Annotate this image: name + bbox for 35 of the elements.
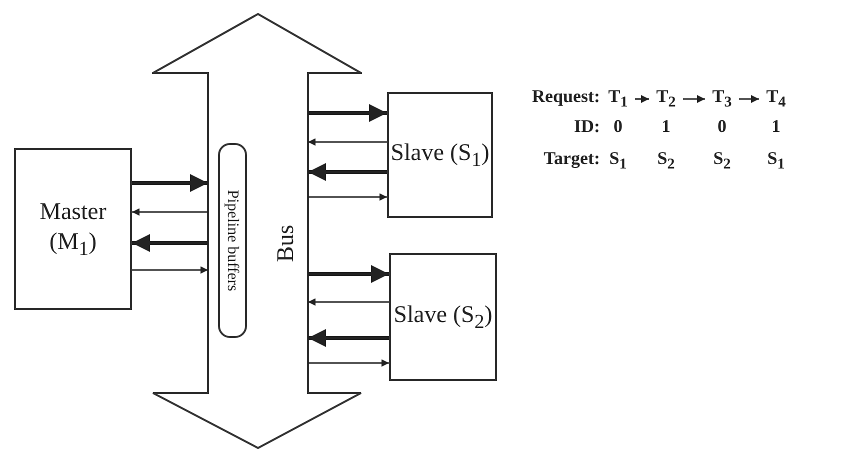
row-header: Request:: [531, 86, 600, 107]
table-value: 1: [660, 116, 672, 137]
table-value: S$_{1}$: [766, 148, 786, 174]
transaction-label: T$_{4}$: [762, 86, 790, 112]
arrow: [635, 95, 649, 103]
arrow: [739, 95, 759, 103]
arrow: [132, 234, 208, 252]
arrow: [308, 359, 389, 367]
arrow: [132, 266, 208, 274]
slave-box: Slave (S$_{2}$): [389, 253, 497, 381]
arrow: [132, 208, 208, 216]
bus-label: Bus: [273, 224, 300, 262]
arrow: [308, 104, 387, 122]
arrow: [683, 95, 705, 103]
arrow: [308, 265, 389, 283]
arrow: [308, 193, 387, 201]
table-value: S$_{2}$: [656, 148, 676, 174]
arrow: [132, 174, 208, 192]
table-value: 0: [716, 116, 728, 137]
arrow: [308, 298, 389, 306]
row-header: ID:: [573, 116, 600, 137]
arrow: [308, 329, 389, 347]
transaction-label: T$_{2}$: [652, 86, 680, 112]
arrow: [308, 138, 387, 146]
table-value: S$_{2}$: [712, 148, 732, 174]
transaction-label: T$_{1}$: [604, 86, 632, 112]
row-header: Target:: [542, 148, 600, 169]
slave-box: Slave (S$_{1}$): [387, 92, 493, 218]
master-box: Master (M$_{1}$): [14, 148, 132, 310]
transaction-label: T$_{3}$: [708, 86, 736, 112]
table-value: S$_{1}$: [608, 148, 628, 174]
table-value: 1: [770, 116, 782, 137]
arrow: [308, 163, 387, 181]
pipeline-buffer-box: Pipeline buffers: [218, 143, 247, 338]
table-value: 0: [612, 116, 624, 137]
